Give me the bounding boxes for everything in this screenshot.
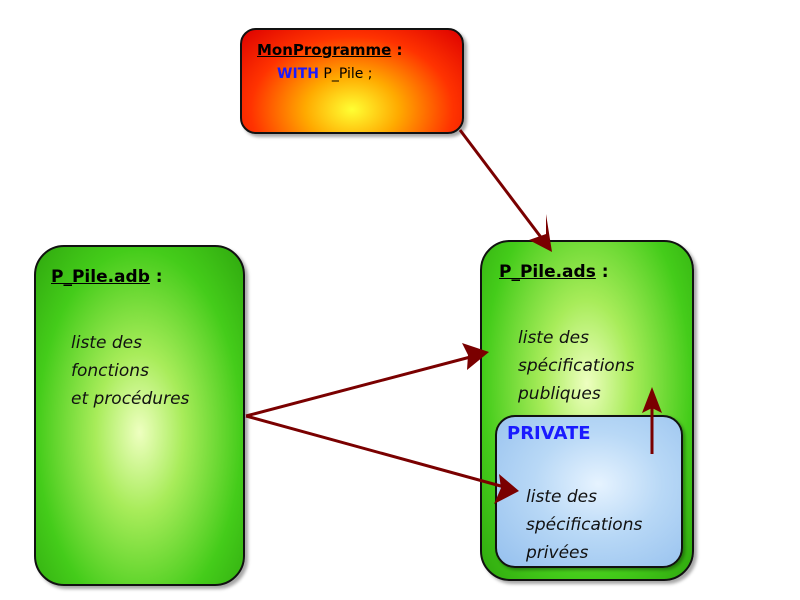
with-target: P_Pile ;: [323, 66, 373, 82]
private-line: liste des: [526, 487, 597, 507]
spec-file-title: P_Pile.ads :: [499, 262, 609, 282]
main-program-name: MonProgramme: [257, 41, 392, 59]
colon: :: [155, 267, 163, 287]
arrow-body-to-spec: [245, 343, 489, 418]
arrow-body-to-private: [245, 414, 519, 504]
private-label: PRIVATE: [507, 423, 591, 444]
body-file-name: P_Pile.adb: [51, 267, 150, 287]
with-keyword: WITH: [277, 66, 319, 82]
main-program-box: MonProgramme : WITH P_Pile ;: [240, 28, 464, 134]
body-line: liste des: [71, 333, 142, 353]
spec-line: liste des: [518, 328, 589, 348]
colon: :: [601, 262, 609, 282]
private-description: liste des spécifications privées: [526, 483, 642, 567]
arrow-private-to-public: [642, 387, 662, 454]
with-clause: WITH P_Pile ;: [277, 66, 373, 82]
spec-line: spécifications: [518, 356, 635, 376]
body-line: fonctions: [71, 361, 149, 381]
spec-file-name: P_Pile.ads: [499, 262, 596, 282]
body-file-description: liste des fonctions et procédures: [71, 329, 189, 413]
private-line: spécifications: [526, 515, 643, 535]
spec-file-description: liste des spécifications publiques: [518, 324, 634, 408]
colon: :: [396, 41, 403, 59]
spec-line: publiques: [518, 384, 601, 404]
arrow-main-to-spec: [458, 129, 552, 252]
body-line: et procédures: [71, 389, 190, 409]
main-program-title: MonProgramme :: [257, 41, 403, 59]
body-file-box: P_Pile.adb : liste des fonctions et proc…: [34, 245, 245, 586]
private-line: privées: [526, 543, 589, 563]
body-file-title: P_Pile.adb :: [51, 267, 163, 287]
